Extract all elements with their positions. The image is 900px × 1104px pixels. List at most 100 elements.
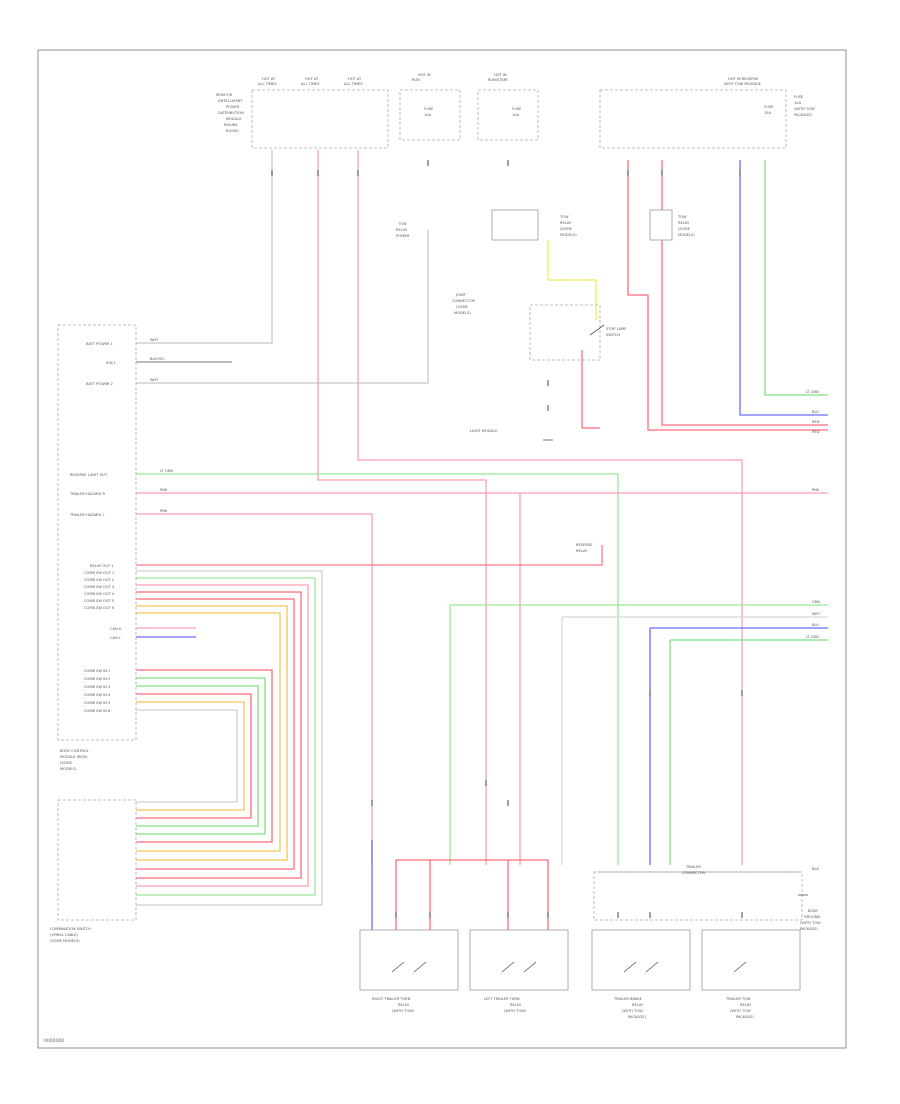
comb-switch-box <box>57 799 137 921</box>
diagram-frame <box>37 49 847 1049</box>
tt-3: (WITH TOW <box>730 1009 751 1013</box>
wire-bcm-loop-10 <box>136 685 259 827</box>
switch-symbol-4 <box>733 961 747 973</box>
wire-bcm-loop-6 <box>136 605 288 861</box>
bcm-pin-top-2: BATT POWER 2 <box>86 382 113 386</box>
ground-symbols <box>543 439 808 896</box>
trailer-connector-2: CONNECTOR <box>682 871 706 875</box>
trailer-tow-box <box>701 929 801 991</box>
tb-2: RELAY <box>632 1003 644 1007</box>
rtt-1: RIGHT TRAILER TURN <box>372 997 411 1001</box>
tow-relay-left-1: TOW <box>559 215 569 219</box>
fuse-top-right-1: FUSE <box>794 95 804 99</box>
wire-red-right-2 <box>627 160 828 431</box>
fuse-box-reverse <box>599 89 787 149</box>
bcm-g2-4: COMB SW IN 5 <box>84 701 110 705</box>
wire-bcm-loop-9 <box>136 677 266 835</box>
bcm-caption-4: MODELS) <box>60 767 77 771</box>
joint-connector-2: CONNECTOR <box>452 299 476 303</box>
tt-1: TRAILER TOW <box>725 997 751 1001</box>
switch-symbol-1 <box>391 961 427 973</box>
bcm-g1-7: CAN H <box>110 627 122 631</box>
ground-right-1: BODY <box>808 909 819 913</box>
bcm-pin-mid-1: TRAILER HAZARD R <box>69 492 105 496</box>
bcm-g2-5: COMB SW IN 6 <box>84 709 111 713</box>
fuse-header-top-6: HOT IN REVERSE <box>728 77 759 81</box>
tow-relay-right-2: RELAY <box>678 221 690 225</box>
trailer-brake-box <box>591 929 691 991</box>
wire-red-right <box>661 160 828 426</box>
ground-right-3: (WITH TOW <box>800 921 821 925</box>
tow-relay-box <box>649 209 673 241</box>
fuse-left-1: FUSE <box>424 107 434 111</box>
component-layer <box>57 89 808 991</box>
bcm-pin-mid-0: REVERSE LIGHT OUT <box>70 473 108 477</box>
bcm-g2-0: COMB SW IN 1 <box>84 669 110 673</box>
wire-bcm-loop-1 <box>136 570 323 906</box>
fuse-top-right-4: PACKAGE) <box>794 113 813 117</box>
edge-label-5: GRN <box>812 600 820 604</box>
wire-bcm-loop-7 <box>136 612 281 852</box>
relay-switch-symbols <box>391 324 747 973</box>
bcm-g1-6: COMB SW OUT 6 <box>84 606 115 610</box>
edge-label-1: BLU <box>812 410 819 414</box>
reverse-relay-2: RELAY <box>576 549 588 553</box>
bcm-pin-top-wire-2: WHT <box>150 378 159 382</box>
edge-label-9: BLK <box>812 867 819 871</box>
tow-relay-power-3: POWER <box>396 234 410 238</box>
fuse-header-top-5: HOT IN <box>494 73 507 77</box>
rtt-3: (WITH TOW) <box>392 1009 415 1013</box>
fuse-header-top-1: HOT AT <box>262 77 276 81</box>
comb-caption-2: (SPIRAL CABLE) <box>50 933 79 937</box>
tow-relay-right-3: (SOME <box>678 227 691 231</box>
wire-bcm-loop-13 <box>136 709 238 803</box>
fuse-box-run <box>399 89 461 141</box>
fuse-header-bottom-5: RUN/START <box>488 78 509 82</box>
bcm-g1-8: CAN L <box>110 636 121 640</box>
edge-label-2: RED <box>812 420 820 424</box>
bcm-pin-mid-wire-1: PNK <box>160 488 168 492</box>
fuse-header-bottom-6: WITH TOW PACKAGE <box>724 82 762 86</box>
wire-bcm-loop-8 <box>136 669 273 843</box>
bcm-pin-top-wire-1: BLK/YEL <box>150 357 165 361</box>
fuse-header-bottom-3: ALL TIMES <box>344 82 363 86</box>
bcm-pin-top-wire-0: WHT <box>150 338 159 342</box>
bcm-box <box>57 324 137 741</box>
bcm-g1-0: RELAY OUT 1 <box>90 564 113 568</box>
wire-trunk-pink-1 <box>317 150 487 865</box>
edge-label-3: RED <box>812 430 820 434</box>
fuse-right-2: 15A <box>764 111 772 115</box>
ltt-2: RELAY <box>510 1003 522 1007</box>
stop-lamp-2: SWITCH <box>606 333 620 337</box>
trailer-connector-frame <box>593 871 803 921</box>
reverse-relay-1: REVERSE <box>576 543 593 547</box>
trailer-connector-1: TRAILER <box>685 865 701 869</box>
fuse-box-run-start <box>477 89 539 141</box>
rtt-2: RELAY <box>398 1003 410 1007</box>
comb-caption-1: COMBINATION SWITCH <box>50 927 91 931</box>
bcm-g1-4: COMB SW OUT 4 <box>84 592 115 596</box>
tow-relay-left-4: MODELS) <box>560 233 577 237</box>
edge-label-6: WHT <box>812 612 821 616</box>
wire-layer <box>136 150 828 935</box>
bcm-g2-3: COMB SW IN 4 <box>84 693 111 697</box>
switch-symbol-3 <box>623 961 659 973</box>
fuse-header-bottom-4: RUN <box>412 78 420 82</box>
ipdm-fuse-block <box>251 89 389 149</box>
wire-hazard-l <box>136 513 373 865</box>
tow-relay-left-2: RELAY <box>560 221 572 225</box>
fuse-left-2: 10A <box>424 113 432 117</box>
tb-3: (WITH TOW <box>622 1009 643 1013</box>
bcm-pin-mid-wire-2: PNK <box>160 509 168 513</box>
edge-label-7: BLU <box>812 623 819 627</box>
tt-2: RELAY <box>740 1003 752 1007</box>
fuse-right-1: FUSE <box>764 105 774 109</box>
joint-connector-box <box>491 209 539 241</box>
edge-label-8: LT GRN <box>806 635 819 639</box>
fuse-mid-1: FUSE <box>512 107 522 111</box>
bcm-caption-1: BODY CONTROL <box>60 749 89 753</box>
wire-green-right <box>764 160 828 396</box>
tt-4: PACKAGE) <box>736 1015 755 1019</box>
fuse-header-top-4: HOT IN <box>418 73 431 77</box>
ipdm-label-5: MODULE <box>226 117 242 121</box>
